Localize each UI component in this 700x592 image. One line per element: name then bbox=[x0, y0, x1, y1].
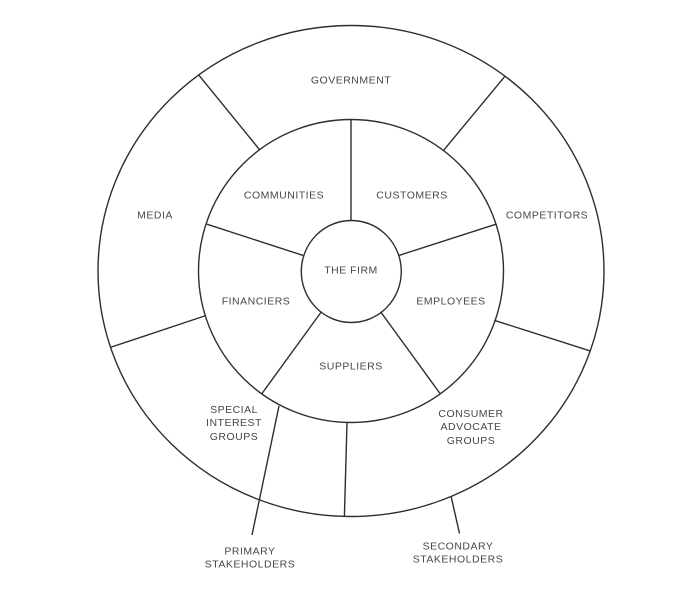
label-customers: CUSTOMERS bbox=[376, 189, 448, 202]
divider-media-government bbox=[198, 74, 261, 151]
divider-employees-suppliers bbox=[380, 311, 441, 395]
label-special-interest-groups: SPECIAL INTEREST GROUPS bbox=[206, 403, 262, 443]
divider-government-competitors bbox=[442, 75, 506, 152]
label-communities: COMMUNITIES bbox=[243, 189, 325, 202]
label-media: MEDIA bbox=[137, 209, 173, 222]
primary-stakeholders-leader-line bbox=[251, 405, 280, 536]
label-competitors: COMPETITORS bbox=[505, 209, 589, 222]
label-the-firm: THE FIRM bbox=[324, 264, 378, 277]
divider-customers-employees bbox=[398, 223, 497, 257]
divider-competitors-consumer-advocate bbox=[493, 319, 591, 352]
divider-communities-financiers bbox=[206, 223, 304, 257]
label-secondary-stakeholders: SECONDARY STAKEHOLDERS bbox=[412, 540, 504, 566]
label-employees: EMPLOYEES bbox=[416, 295, 486, 308]
divider-special-interest-media bbox=[109, 314, 207, 349]
label-government: GOVERNMENT bbox=[310, 74, 392, 87]
outer-ring-circle bbox=[97, 24, 605, 518]
divider-consumer-advocate-special-interest bbox=[343, 422, 348, 517]
label-suppliers: SUPPLIERS bbox=[319, 360, 383, 373]
divider-financiers-suppliers bbox=[261, 311, 322, 395]
label-financiers: FINANCIERS bbox=[221, 295, 291, 308]
secondary-stakeholders-leader-line bbox=[450, 495, 461, 534]
label-primary-stakeholders: PRIMARY STAKEHOLDERS bbox=[204, 545, 296, 571]
label-consumer-advocate-groups: CONSUMER ADVOCATE GROUPS bbox=[438, 407, 504, 447]
